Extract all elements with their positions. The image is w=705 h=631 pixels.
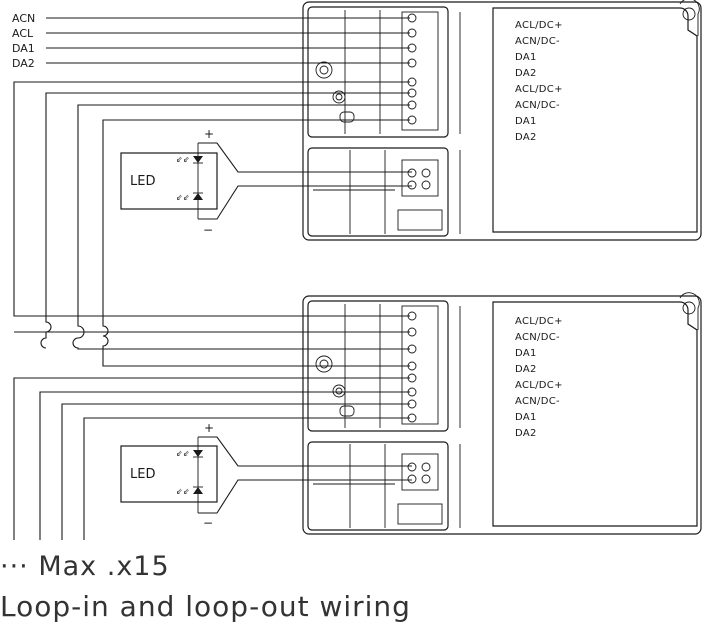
terminal-label: ACN/DC- (515, 396, 560, 407)
max-count-note: ··· Max .x15 (0, 551, 170, 582)
loop-wires (13, 81, 410, 540)
led-label: LED (130, 174, 155, 189)
terminal-label: DA2 (515, 132, 537, 143)
terminal-label: DA1 (515, 348, 537, 359)
terminal-label: ACN/DC- (515, 36, 560, 47)
svg-text:⇙⇙: ⇙⇙ (176, 487, 190, 496)
terminal-label: DA2 (515, 364, 537, 375)
plus-sign: + (204, 421, 214, 435)
driver-1 (302, 0, 702, 241)
terminal-label: ACL/DC+ (515, 316, 563, 327)
terminal-label: ACN/DC- (515, 332, 560, 343)
input-label-acn: ACN (12, 12, 35, 25)
wiring-caption: Loop-in and loop-out wiring (0, 590, 411, 623)
input-label-da2: DA2 (12, 57, 35, 70)
led-2: LED + − ⇙⇙ ⇙⇙ (120, 421, 412, 530)
terminal-label: DA1 (515, 412, 537, 423)
svg-text:⇙⇙: ⇙⇙ (176, 155, 190, 164)
input-wires (46, 17, 410, 64)
input-label-acl: ACL (12, 27, 34, 40)
svg-text:⇙⇙: ⇙⇙ (176, 193, 190, 202)
svg-text:⇙⇙: ⇙⇙ (176, 449, 190, 458)
minus-sign: − (203, 223, 213, 237)
driver-2-terminal-labels: ACL/DC+ ACN/DC- DA1 DA2 ACL/DC+ ACN/DC- … (515, 316, 563, 439)
driver-1-terminal-labels: ACL/DC+ ACN/DC- DA1 DA2 ACL/DC+ ACN/DC- … (515, 20, 563, 143)
terminal-screws-1 (407, 13, 417, 125)
minus-sign: − (203, 516, 213, 530)
plus-sign: + (204, 127, 214, 141)
led-label: LED (130, 467, 155, 482)
terminal-label: ACL/DC+ (515, 20, 563, 31)
terminal-label: ACL/DC+ (515, 84, 563, 95)
terminal-label: ACN/DC- (515, 100, 560, 111)
input-labels: ACN ACL DA1 DA2 (12, 12, 35, 70)
led-1: LED + − ⇙⇙ ⇙⇙ (120, 127, 412, 237)
driver-2 (302, 292, 702, 535)
terminal-label: DA2 (515, 428, 537, 439)
terminal-screws-2 (407, 311, 417, 423)
input-label-da1: DA1 (12, 42, 35, 55)
terminal-label: ACL/DC+ (515, 380, 563, 391)
terminal-label: DA2 (515, 68, 537, 79)
terminal-label: DA1 (515, 52, 537, 63)
terminal-label: DA1 (515, 116, 537, 127)
